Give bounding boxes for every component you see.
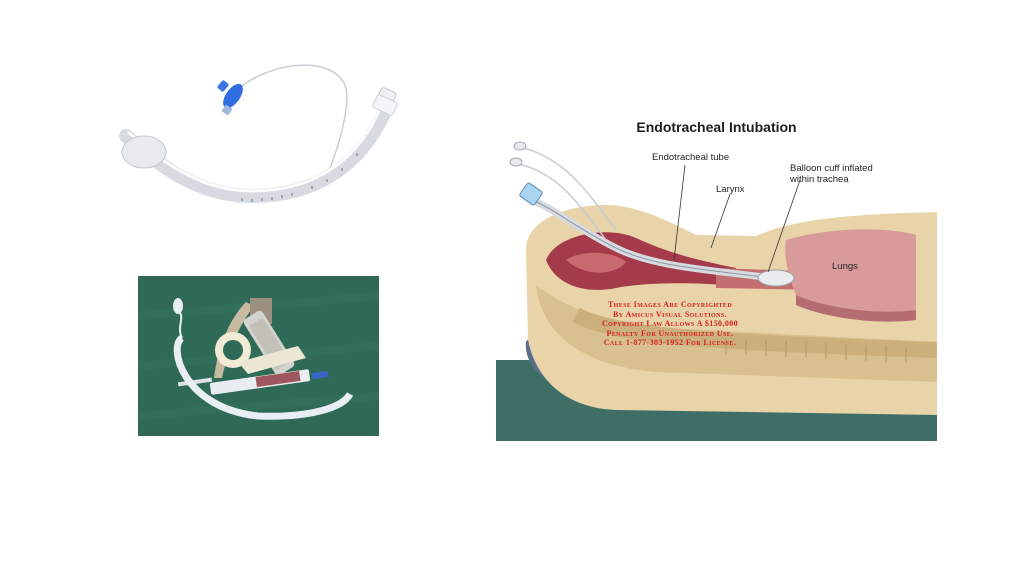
tape-roll-icon (215, 332, 306, 374)
label-balloon-cuff: Balloon cuff inflated within trachea (790, 163, 873, 185)
copyright-line: Penalty For Unauthorized Use. (606, 328, 734, 338)
tube-connector-icon (519, 182, 543, 206)
label-larynx: Larynx (716, 184, 745, 195)
copyright-notice: These Images Are Copyrighted By Amicus V… (560, 300, 780, 348)
label-endotracheal-tube: Endotracheal tube (652, 152, 730, 163)
balloon-cuff-icon (757, 269, 795, 287)
syringe-icon (177, 369, 329, 395)
diagram-title: Endotracheal Intubation (636, 119, 797, 135)
pilot-balloon-icon (217, 80, 243, 116)
endotracheal-tube-photo (112, 58, 414, 218)
copyright-line: Call 1-877-303-1952 For License. (603, 338, 737, 347)
intubation-diagram: Endotracheal Intubation Endotracheal tub… (496, 110, 937, 441)
copyright-line: By Amicus Visual Solutions. (613, 309, 727, 319)
intubation-kit-photo (138, 276, 379, 436)
copyright-line: Copyright Law Allows A $150,000 (601, 319, 739, 328)
label-lungs: Lungs (832, 261, 858, 272)
copyright-line: These Images Are Copyrighted (607, 300, 733, 309)
